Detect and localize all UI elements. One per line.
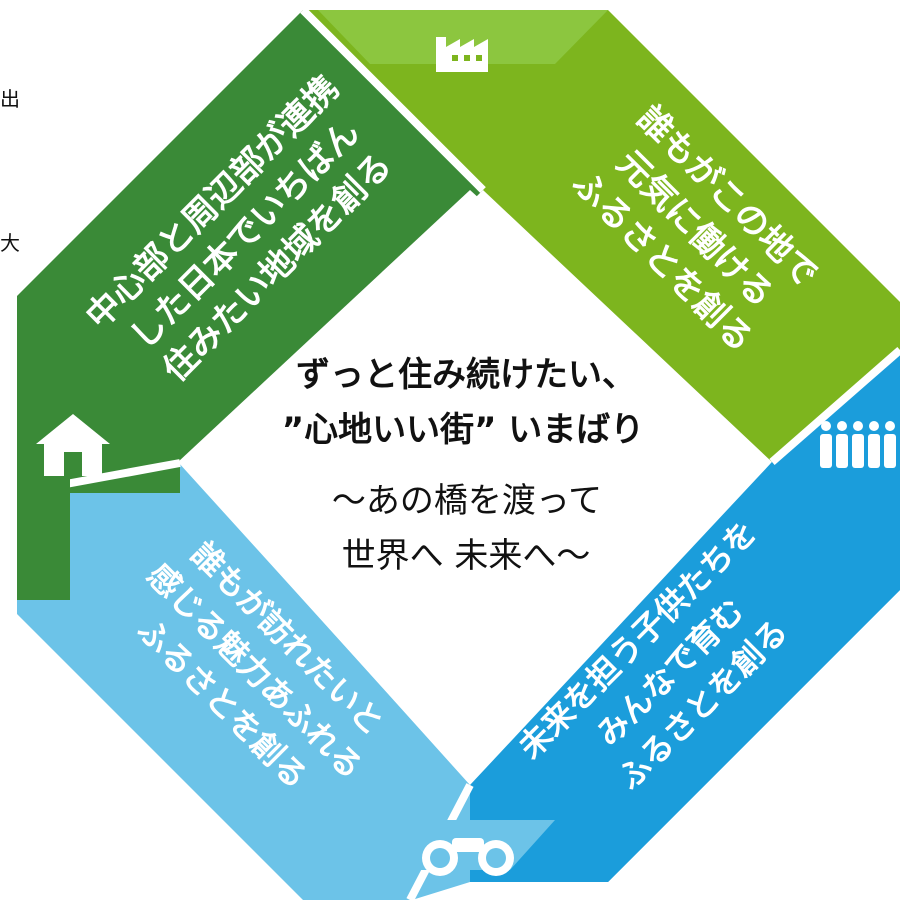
quadrant-top-left <box>17 10 483 493</box>
quadrant-bottom-right-fill <box>470 350 900 882</box>
center-line4: 世界へ 未来へ〜 <box>342 536 591 576</box>
edge-fragment-top: 出 <box>0 87 20 111</box>
people-icon <box>820 421 896 468</box>
quadrant-top-right <box>303 10 900 462</box>
house-icon <box>36 414 110 476</box>
binoculars-icon <box>422 838 514 876</box>
icon-band-left <box>17 330 70 600</box>
factory-icon <box>436 37 488 72</box>
center-line2: ”心地いい街” いまばり <box>282 410 645 450</box>
icon-band-top <box>318 10 608 64</box>
divider-right <box>769 346 900 466</box>
quadrant-bottom-left <box>17 463 470 900</box>
center-diamond <box>178 190 770 784</box>
center-line1: ずっと住み続けたい、 <box>296 355 636 395</box>
edge-fragment-mid: 大 <box>0 231 20 255</box>
divider-top <box>300 7 486 193</box>
center-line3: 〜あの橋を渡って <box>332 481 602 521</box>
